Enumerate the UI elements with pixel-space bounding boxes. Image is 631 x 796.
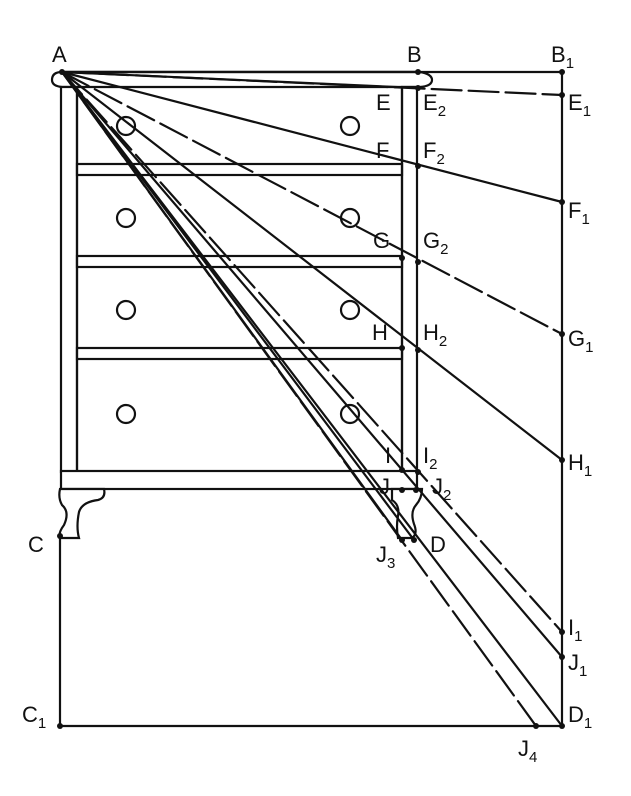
knob-icon [115, 115, 137, 137]
point-d1 [559, 723, 565, 729]
label-e1: E1 [568, 90, 591, 120]
label-h1: H1 [568, 450, 592, 480]
point-i [399, 467, 405, 473]
knob-icon [339, 115, 361, 137]
point-j2 [413, 487, 419, 493]
label-d1: D1 [568, 702, 592, 732]
ray-a-j3 [60, 70, 404, 542]
label-e2: E2 [423, 90, 446, 120]
label-b1: B1 [551, 42, 574, 72]
ray-a-g1 [60, 70, 564, 336]
label-j4: J4 [518, 736, 537, 766]
point-e2 [415, 85, 421, 91]
label-g1: G1 [568, 326, 593, 356]
point-labels: A B B1 E E2 E1 F F2 F1 G G2 G1 H H2 H1 I… [22, 42, 593, 766]
separator-2 [75, 254, 404, 269]
point-j1 [559, 654, 565, 660]
label-i1: I1 [568, 615, 582, 645]
point-h [399, 345, 405, 351]
point-g1 [559, 331, 565, 337]
label-i2: I2 [423, 443, 437, 473]
label-j2: J2 [432, 474, 451, 504]
label-g: G [373, 228, 390, 253]
label-j: J [379, 474, 390, 499]
knob-icon [339, 207, 361, 229]
point-f1 [559, 199, 565, 205]
point-c1 [57, 723, 63, 729]
knob-icon [339, 403, 361, 425]
label-f1: F1 [568, 198, 590, 228]
point-b [415, 69, 421, 75]
label-h2: H2 [423, 320, 447, 350]
knob-icon [115, 299, 137, 321]
separator-3 [75, 346, 404, 361]
ray-a-e2 [60, 70, 420, 90]
point-e1 [559, 92, 565, 98]
ray-a-j1 [60, 70, 564, 659]
point-i1 [559, 629, 565, 635]
label-b: B [407, 42, 422, 67]
right-stile [400, 85, 419, 474]
knob-icon [115, 403, 137, 425]
point-j3 [399, 537, 405, 543]
point-h1 [559, 457, 565, 463]
chest-of-drawers [50, 70, 434, 540]
point-b1 [559, 69, 565, 75]
label-i: I [385, 443, 391, 468]
point-i2 [415, 469, 421, 475]
knob-icon [115, 207, 137, 229]
label-j1: J1 [568, 650, 587, 680]
label-h: H [372, 320, 388, 345]
point-f2 [415, 163, 421, 169]
left-stile [59, 85, 79, 474]
ray-a-f1 [60, 70, 564, 204]
bottom-rail [59, 469, 419, 491]
point-c [57, 533, 63, 539]
label-c1: C1 [22, 702, 46, 732]
label-j3: J3 [376, 542, 395, 572]
point-j [399, 487, 405, 493]
label-c: C [28, 532, 44, 557]
ray-a-d [60, 70, 416, 542]
label-g2: G2 [423, 228, 448, 258]
points [57, 69, 565, 729]
label-e: E [376, 90, 391, 115]
label-d: D [430, 532, 446, 557]
point-g2 [415, 259, 421, 265]
point-h2 [415, 347, 421, 353]
point-d [411, 537, 417, 543]
knob-icon [339, 299, 361, 321]
label-f: F [376, 138, 389, 163]
left-foot [58, 487, 106, 540]
label-a: A [52, 42, 67, 67]
ray-a-i1 [60, 70, 564, 634]
ray-a-h1 [60, 70, 564, 462]
label-f2: F2 [423, 138, 445, 168]
projection-rays [60, 70, 564, 728]
point-g [399, 255, 405, 261]
point-j4 [533, 723, 539, 729]
point-a [59, 69, 65, 75]
